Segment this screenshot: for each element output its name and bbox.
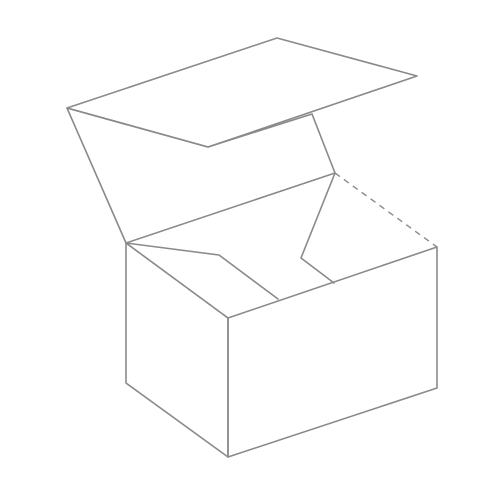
lid-hinge-panel — [66, 107, 336, 244]
box-right-face — [227, 246, 438, 458]
lid-top-panel — [66, 37, 418, 148]
inner-side-flap — [300, 172, 336, 284]
inner-back-flap — [125, 242, 279, 300]
hidden-edge-right — [334, 172, 438, 248]
box-front-face — [125, 242, 229, 458]
